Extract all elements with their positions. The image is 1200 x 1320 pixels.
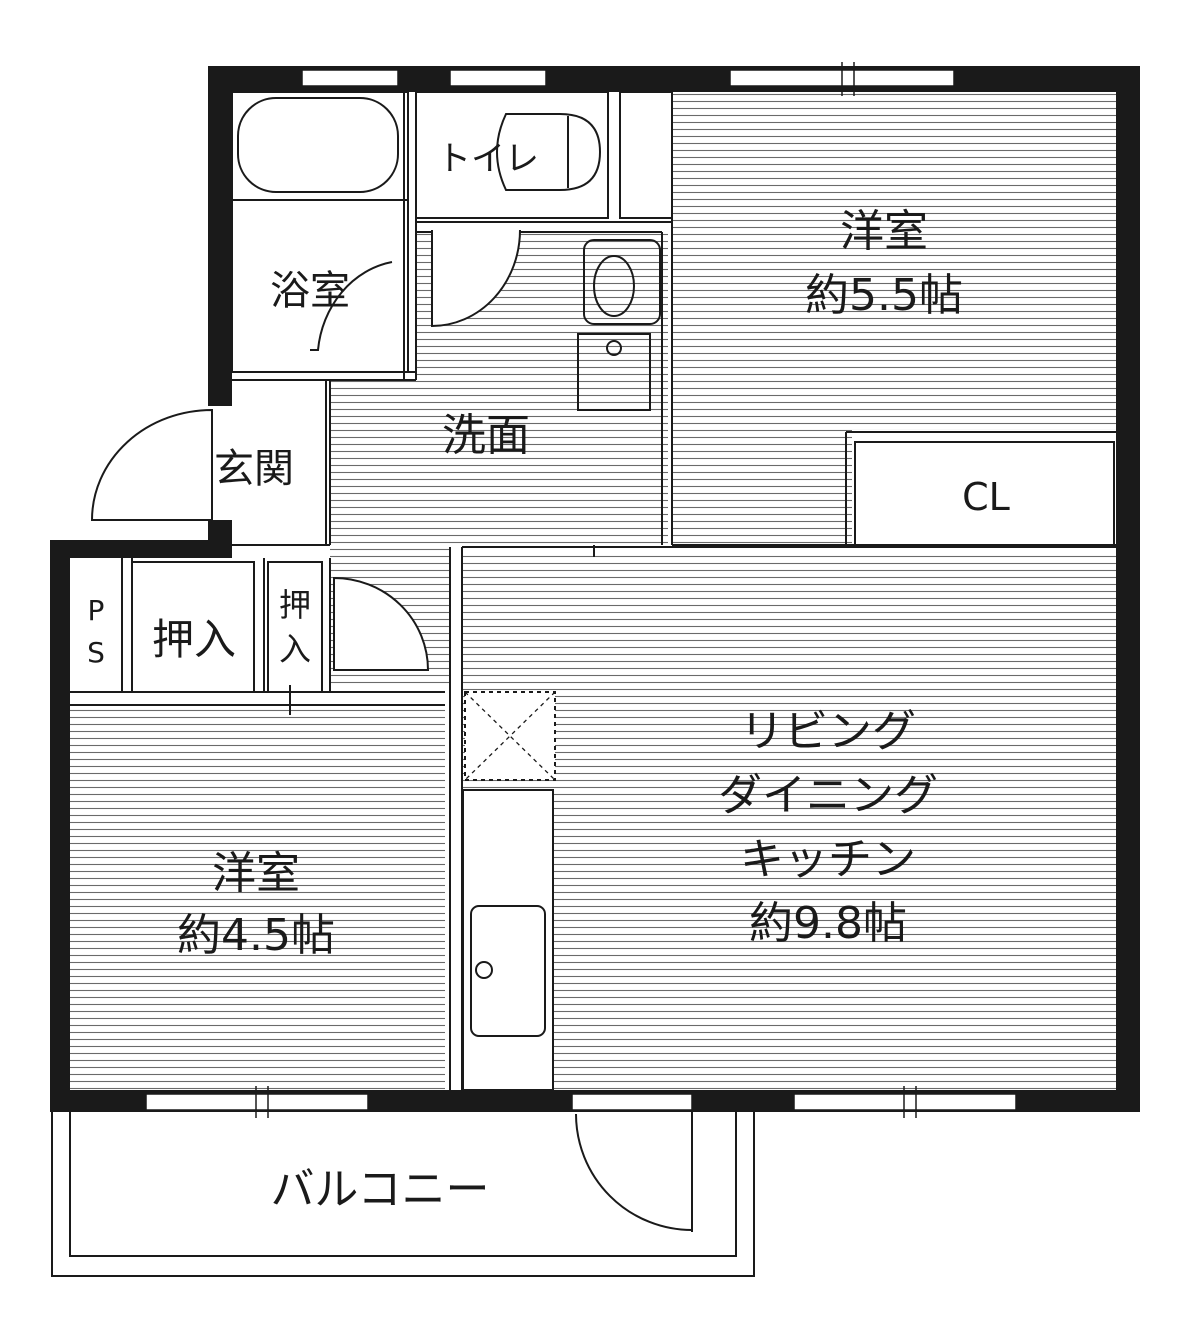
balcony — [51, 1112, 755, 1277]
room-label-ps-1: P — [88, 594, 105, 627]
room-size-western-1: 約5.5帖 — [805, 270, 963, 321]
interior-walls — [70, 91, 1116, 1090]
room-label-toilet: トイレ — [437, 139, 539, 179]
fridge-space-icon — [464, 691, 556, 781]
closet — [854, 441, 1115, 546]
window-icon — [571, 1093, 693, 1111]
room-label-storage-1: 押入 — [152, 615, 236, 664]
window-icon — [449, 69, 547, 87]
room-label-entrance: 玄関 — [214, 446, 294, 492]
room-label-western-2: 洋室 — [212, 848, 300, 899]
door-swing-icon — [333, 576, 430, 671]
wash-basin-icon — [583, 239, 661, 325]
room-label-closet: CL — [962, 475, 1010, 519]
room-label-western-1: 洋室 — [840, 206, 928, 257]
window-icon — [145, 1093, 369, 1111]
room-label-bathroom: 浴室 — [270, 268, 350, 314]
kitchen-counter — [462, 789, 554, 1091]
room-label-balcony: バルコニー — [270, 1164, 489, 1215]
window-icon — [301, 69, 399, 87]
room-label-ldk-3: キッチン — [740, 834, 916, 885]
room-size-western-2: 約4.5帖 — [177, 910, 335, 961]
room-size-ldk: 約9.8帖 — [749, 898, 907, 949]
washing-machine-icon — [577, 333, 651, 411]
bathtub-icon — [237, 97, 399, 193]
windows — [145, 69, 1017, 1111]
room-label-storage-2a: 押 — [279, 586, 311, 624]
room-label-storage-2b: 入 — [279, 630, 311, 668]
window-icon — [793, 1093, 1017, 1111]
toilet-icon — [496, 113, 602, 191]
door-swing-icon — [90, 408, 213, 521]
sink-icon — [470, 905, 546, 1037]
door-swing-icon — [575, 1113, 693, 1232]
room-label-washroom: 洗面 — [442, 410, 530, 461]
room-label-ldk-2: ダイニング — [718, 770, 938, 821]
door-swing-icon — [310, 261, 393, 351]
door-swing-icon — [431, 229, 521, 328]
room-label-ps-2: S — [87, 636, 105, 669]
room-label-ldk-1: リビング — [740, 706, 916, 757]
